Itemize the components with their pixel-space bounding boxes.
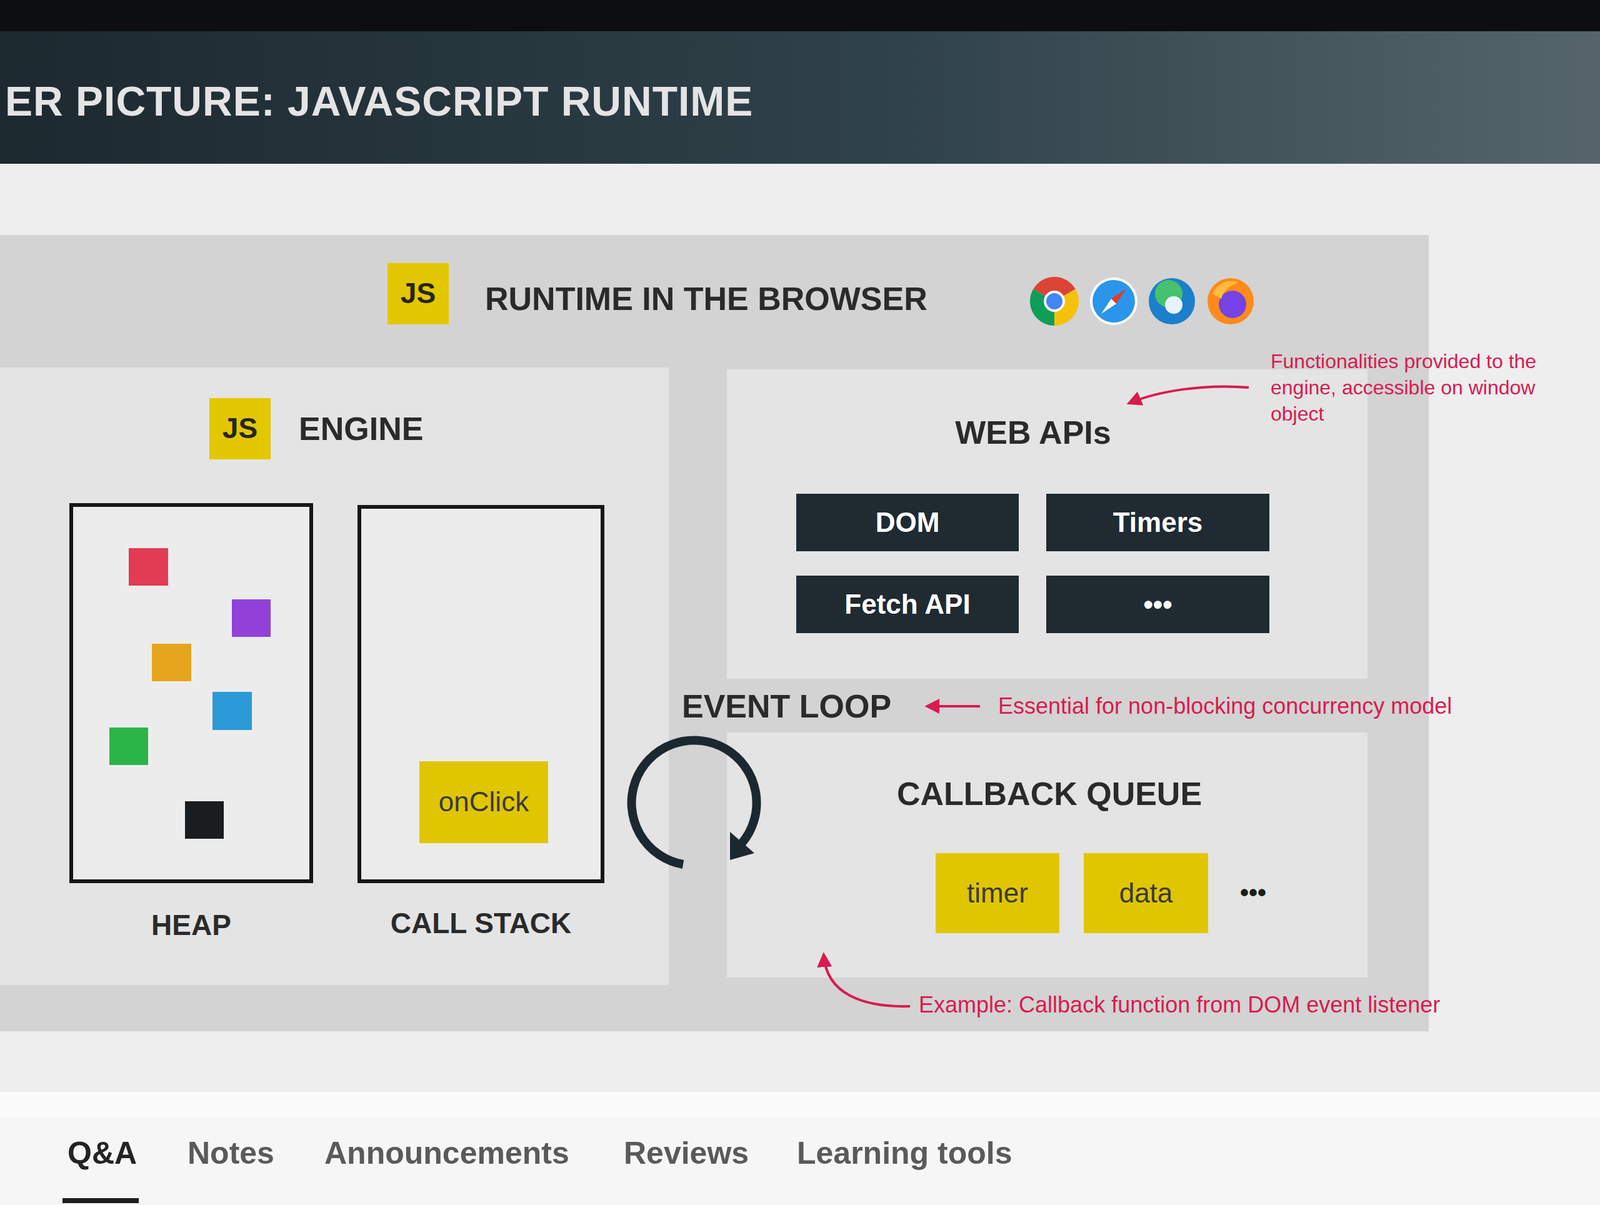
callback-chip: timer [935,853,1060,934]
panel-heading: RUNTIME IN THE BROWSER [485,279,928,319]
stack-frame: onClick [419,761,549,844]
callback-queue-panel: timer data CALLBACK QUEUE [726,732,1368,978]
safari-needle [1101,298,1117,314]
callout-note: Example: Callback function from DOM even… [918,991,1440,1019]
tab-label: Notes [187,1134,275,1172]
callback-chip: data [1083,853,1209,934]
api-chip: ••• [1046,575,1270,634]
heap-object [231,599,271,637]
callback-text: data [1119,876,1174,910]
section-label: EVENT LOOP [681,686,892,726]
panel-heading: ENGINE [298,409,424,449]
runtime-panel: JSJSHEAPonClickCALL STACKENGINEDOMTimers… [0,235,1429,1032]
edge-swirl [1165,296,1183,314]
box-heading: CALL STACK [361,906,601,941]
chrome-icon [1030,276,1079,326]
js-badge: JS [209,398,271,460]
api-text: Timers [1113,506,1204,540]
tab-underline [62,1198,139,1204]
firefox-globe [1218,290,1247,319]
heap-object [151,643,192,682]
api-chip: DOM [796,493,1019,552]
tab-label: Q&A [67,1134,137,1172]
tab-label: Learning tools [796,1134,1012,1172]
firefox-tail [1212,281,1239,299]
chrome-center [1046,293,1063,310]
engine-panel: JSHEAPonClickCALL STACKENGINE [0,367,669,985]
tab-label: Announcements [324,1134,570,1172]
heap-object [109,727,149,765]
ellipsis-mark: ••• [1240,877,1267,908]
heap-object [128,548,169,586]
safari-icon [1090,277,1138,325]
callout-note: Essential for non-blocking concurrency m… [998,692,1452,720]
safari-face [1092,280,1135,323]
callout-note: Functionalities provided to the engine, … [1270,348,1571,428]
slide-gap [0,1091,1600,1117]
box-heading: HEAP [73,908,310,943]
firefox-icon [1207,278,1254,325]
panel-heading: CALLBACK QUEUE [896,774,1202,814]
js-badge: JS [387,263,449,325]
event-loop-arrow [631,740,757,865]
api-chip: Fetch API [796,575,1019,634]
api-text: ••• [1143,588,1172,622]
chrome-ring [1043,290,1065,312]
panel-heading: WEB APIs [955,413,1111,452]
api-chip: Timers [1046,493,1270,552]
tab-label: Reviews [623,1134,749,1172]
api-text: DOM [875,506,940,540]
leader-arrow [927,705,980,708]
callback-text: timer [966,876,1029,910]
firefox-body [1207,278,1254,325]
slide-title: ER PICTURE: JAVASCRIPT RUNTIME [5,76,754,127]
leader-arrow [1129,386,1249,404]
edge-body [1148,278,1195,325]
edge-icon [1148,278,1195,325]
heap-object [185,801,224,839]
heap-object [212,691,252,730]
badge-text: JS [222,411,258,446]
badge-text: JS [400,276,436,311]
api-text: Fetch API [844,588,970,622]
top-shadow [0,0,1600,32]
event-loop-arrowhead [730,831,755,860]
call-stack-box: onClickCALL STACK [357,505,605,884]
safari-rim [1090,277,1138,325]
leader-arrow [823,955,910,1007]
frame-text: onClick [438,785,529,819]
